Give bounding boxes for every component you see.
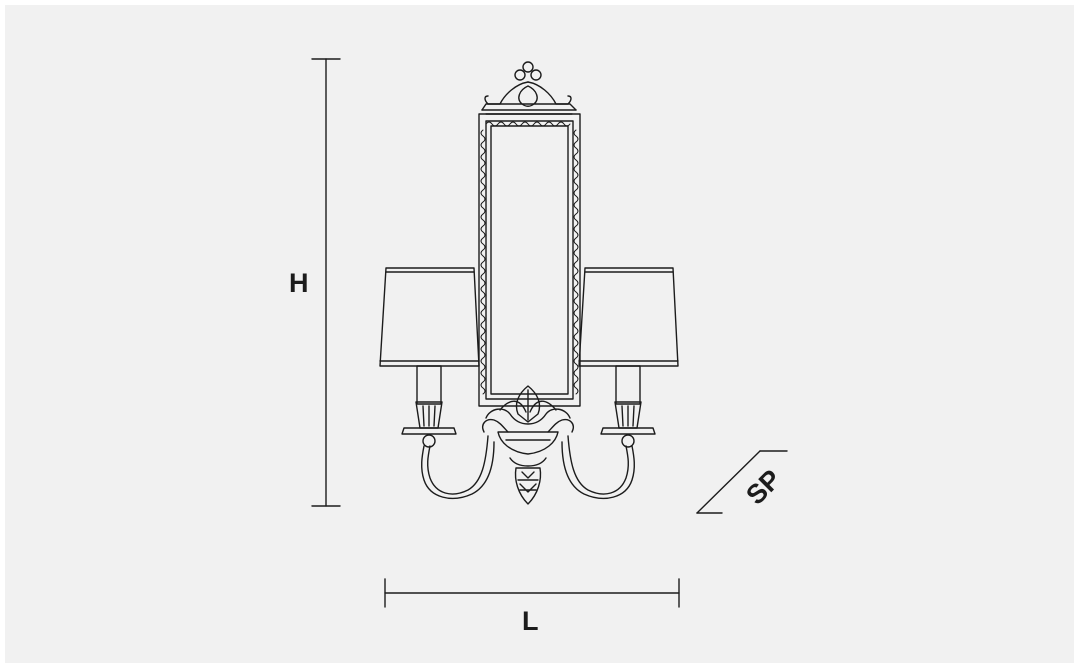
right-candle-holder xyxy=(600,365,656,435)
right-lampshade xyxy=(578,267,679,367)
height-label: H xyxy=(289,268,309,298)
mirror-frame xyxy=(478,113,581,407)
crest-ornament xyxy=(481,61,577,115)
centre-bracket xyxy=(482,385,574,505)
left-lampshade xyxy=(379,267,480,367)
height-dimension-line xyxy=(311,58,341,507)
left-candle-holder xyxy=(401,365,457,435)
right-arm xyxy=(561,434,635,499)
left-arm xyxy=(421,434,495,499)
depth-dimension-line xyxy=(696,450,788,514)
width-label: L xyxy=(522,606,539,636)
width-dimension-line xyxy=(384,578,680,608)
